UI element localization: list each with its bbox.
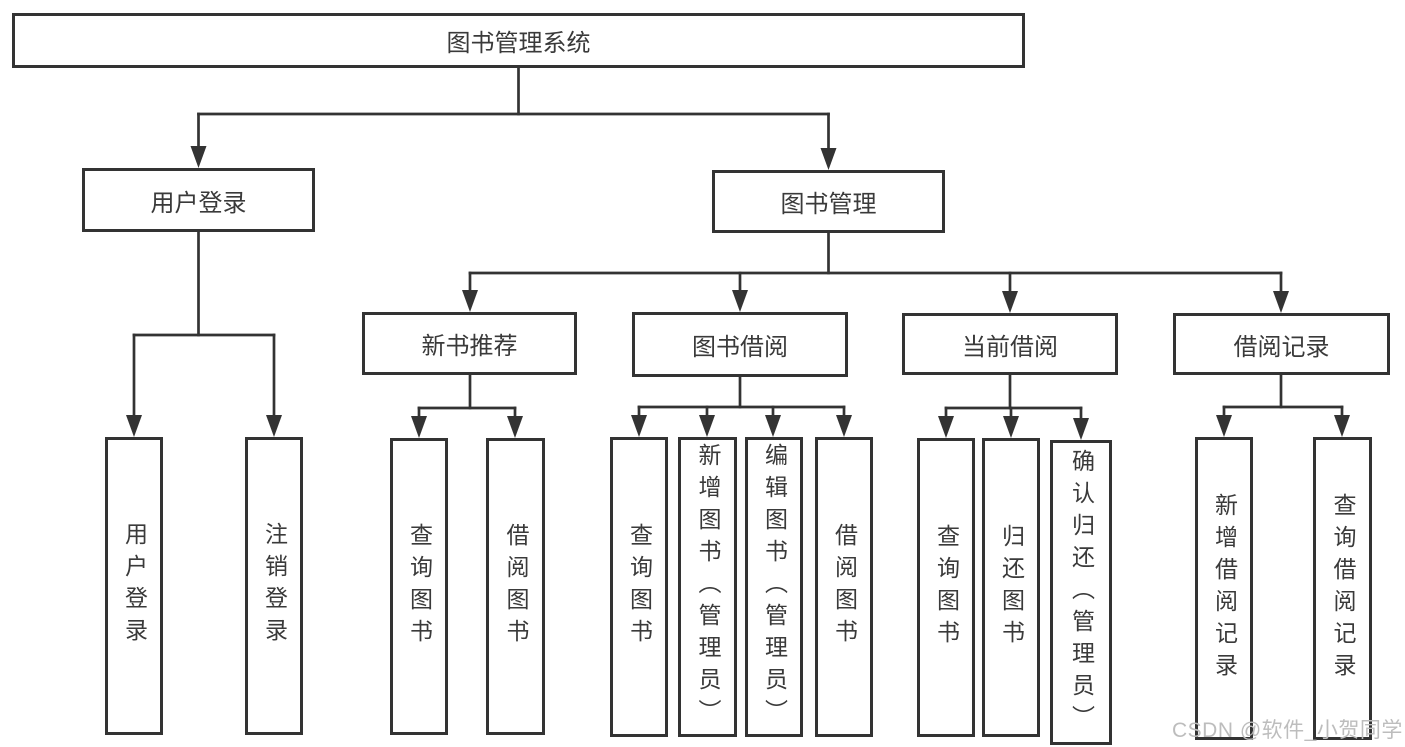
- node-borrowing-records-label: 借阅记录: [1233, 333, 1330, 361]
- node-leaf-query-books-recommend-label: 查询图书: [406, 522, 433, 651]
- csdn-watermark: CSDN @软件_小贺同学: [1172, 719, 1403, 742]
- node-leaf-borrow-books-recommend-label: 借阅图书: [503, 522, 529, 651]
- node-leaf-edit-book-admin-label: 编辑图书（管理员）: [761, 443, 788, 731]
- node-leaf-query-books-borrow: 查询图书: [610, 437, 668, 737]
- node-current-borrowing: 当前借阅: [902, 313, 1118, 375]
- node-root: 图书管理系统: [12, 13, 1025, 68]
- node-leaf-edit-book-admin: 编辑图书（管理员）: [745, 437, 803, 737]
- node-leaf-return-books: 归还图书: [982, 438, 1040, 737]
- node-book-management-label: 图书管理: [780, 191, 877, 218]
- node-leaf-user-login: 用户登录: [105, 437, 163, 735]
- node-new-book-recommend-label: 新书推荐: [421, 333, 518, 360]
- node-root-label: 图书管理系统: [446, 30, 591, 57]
- node-borrowing-records: 借阅记录: [1173, 313, 1390, 375]
- node-leaf-return-books-label: 归还图书: [998, 523, 1025, 652]
- node-leaf-confirm-return-admin-label: 确认归还（管理员）: [1068, 448, 1095, 737]
- node-book-management: 图书管理: [712, 170, 945, 233]
- node-leaf-logout-label: 注销登录: [261, 522, 288, 650]
- node-leaf-query-borrow-record-label: 查询借阅记录: [1330, 492, 1356, 685]
- node-leaf-add-book-admin-label: 新增图书（管理员）: [695, 443, 721, 731]
- node-new-book-recommend: 新书推荐: [362, 312, 577, 375]
- arrowheads: [126, 146, 1350, 440]
- node-leaf-confirm-return-admin: 确认归还（管理员）: [1050, 440, 1112, 745]
- node-leaf-user-login-label: 用户登录: [121, 522, 148, 650]
- node-leaf-add-borrow-record-label: 新增借阅记录: [1211, 492, 1238, 685]
- node-leaf-query-books-current: 查询图书: [917, 438, 975, 737]
- node-leaf-add-book-admin: 新增图书（管理员）: [678, 437, 737, 737]
- node-leaf-query-books-borrow-label: 查询图书: [626, 523, 653, 651]
- node-leaf-query-books-recommend: 查询图书: [390, 438, 448, 735]
- node-user-login: 用户登录: [82, 168, 315, 232]
- node-leaf-query-borrow-record: 查询借阅记录: [1313, 437, 1372, 740]
- node-leaf-logout: 注销登录: [245, 437, 303, 735]
- node-book-borrowing-label: 图书借阅: [692, 334, 788, 361]
- node-leaf-borrow-books: 借阅图书: [815, 437, 873, 737]
- node-current-borrowing-label: 当前借阅: [962, 333, 1058, 361]
- node-user-login-label: 用户登录: [150, 189, 247, 217]
- node-book-borrowing: 图书借阅: [632, 312, 848, 377]
- node-leaf-borrow-books-recommend: 借阅图书: [486, 438, 545, 735]
- node-leaf-add-borrow-record: 新增借阅记录: [1195, 437, 1253, 740]
- node-leaf-borrow-books-label: 借阅图书: [831, 523, 858, 651]
- node-leaf-query-books-current-label: 查询图书: [933, 523, 960, 652]
